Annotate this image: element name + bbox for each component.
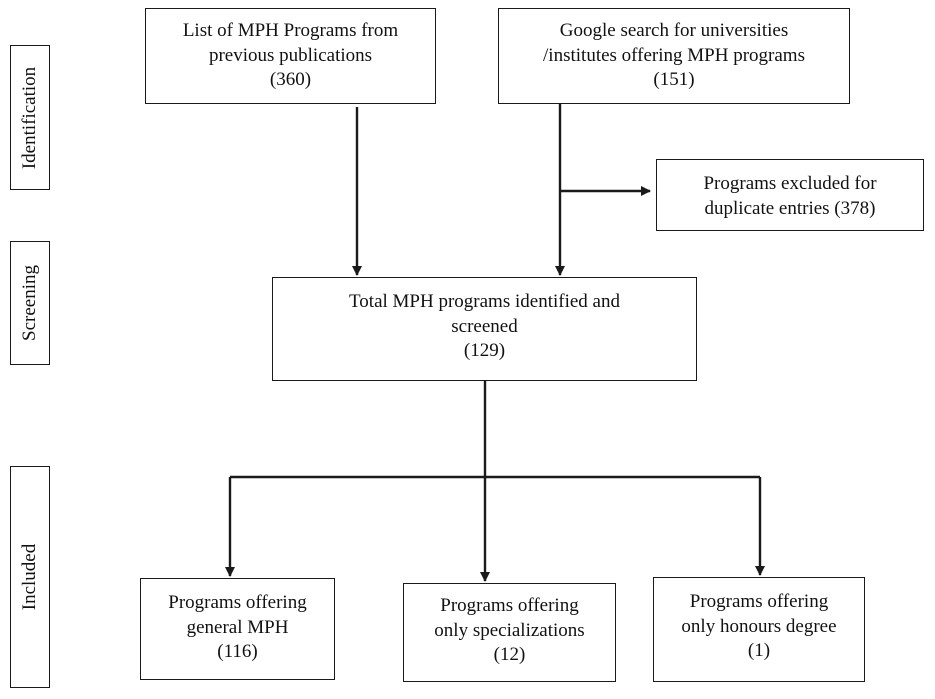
box-general-mph-line1: Programs offering [168, 592, 307, 613]
box-previous-publications-line2: previous publications [208, 44, 373, 66]
box-previous-publications-count: (360) [269, 69, 312, 91]
stage-included-label: Included [19, 543, 40, 611]
box-total-screened-count: (129) [463, 340, 506, 362]
stage-screening-label: Screening [19, 265, 40, 341]
box-general-mph: Programs offering general MPH (116) [140, 578, 335, 680]
box-previous-publications-line1: List of MPH Programs from [182, 20, 399, 41]
box-total-screened-line2: screened [451, 315, 518, 337]
box-honours-line1: Programs offering [689, 591, 829, 612]
box-total-screened-line1: Total MPH programs identified and [349, 291, 620, 312]
box-google-search: Google search for universities /institut… [498, 8, 850, 104]
stage-included: Included [10, 466, 50, 688]
stage-identification-label: Identification [19, 66, 40, 169]
stage-screening: Screening [10, 241, 50, 365]
box-honours-count: (1) [747, 640, 771, 662]
box-excluded-duplicates-line2: duplicate entries (378) [704, 197, 876, 219]
box-previous-publications: List of MPH Programs from previous publi… [145, 8, 436, 104]
box-total-screened: Total MPH programs identified and screen… [272, 277, 697, 381]
box-honours-line2: only honours degree [681, 615, 837, 637]
box-general-mph-line2: general MPH [186, 616, 289, 638]
box-google-search-line2: /institutes offering MPH programs [543, 44, 805, 66]
box-google-search-line1: Google search for universities [559, 20, 789, 41]
box-specializations: Programs offering only specializations (… [403, 583, 616, 682]
stage-identification: Identification [10, 45, 50, 190]
box-specializations-line2: only specializations [434, 619, 585, 641]
box-honours: Programs offering only honours degree (1… [653, 577, 865, 682]
box-specializations-count: (12) [493, 644, 526, 666]
box-specializations-line1: Programs offering [440, 595, 579, 616]
box-google-search-count: (151) [653, 69, 695, 91]
box-excluded-duplicates-line1: Programs excluded for [703, 173, 877, 194]
box-excluded-duplicates: Programs excluded for duplicate entries … [656, 159, 924, 231]
box-general-mph-count: (116) [217, 641, 258, 663]
